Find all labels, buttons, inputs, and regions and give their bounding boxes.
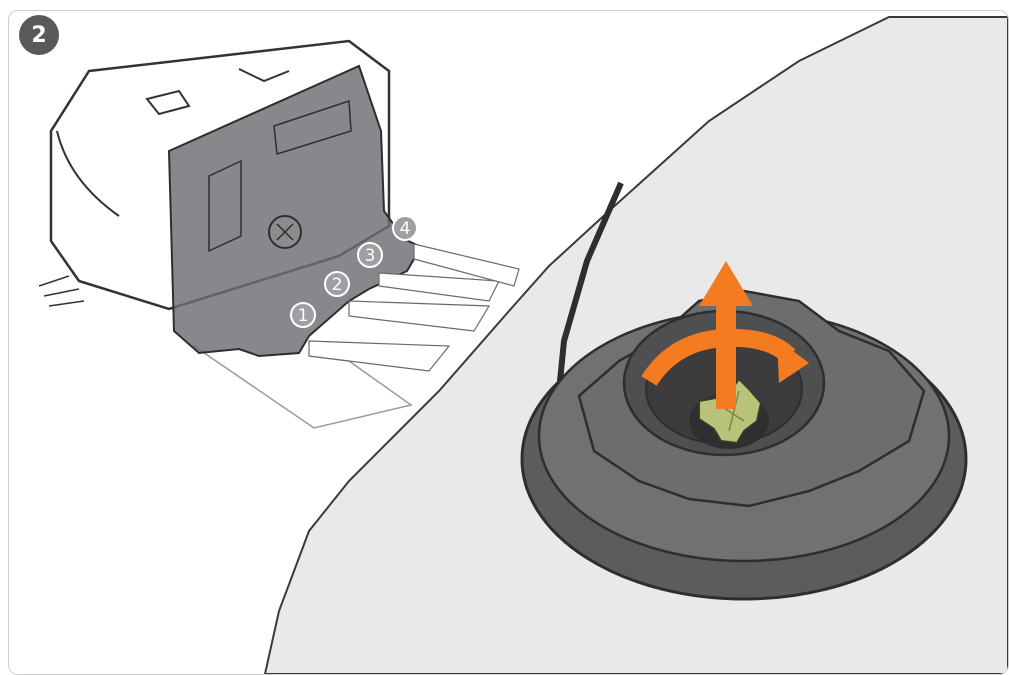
callout-3-label: 3 (365, 246, 376, 266)
callout-1-label: 1 (298, 306, 309, 326)
callout-3: 3 (358, 243, 382, 267)
step-number-badge: 2 (19, 15, 59, 55)
callout-4-label: 4 (400, 219, 411, 239)
callout-4: 4 (393, 216, 417, 240)
illustration-frame: 2 (8, 10, 1009, 675)
illustration-canvas: 1 2 3 4 (9, 11, 1008, 674)
callout-2: 2 (325, 272, 349, 296)
callout-1: 1 (291, 303, 315, 327)
callout-2-label: 2 (332, 275, 343, 295)
step-number: 2 (31, 23, 46, 48)
